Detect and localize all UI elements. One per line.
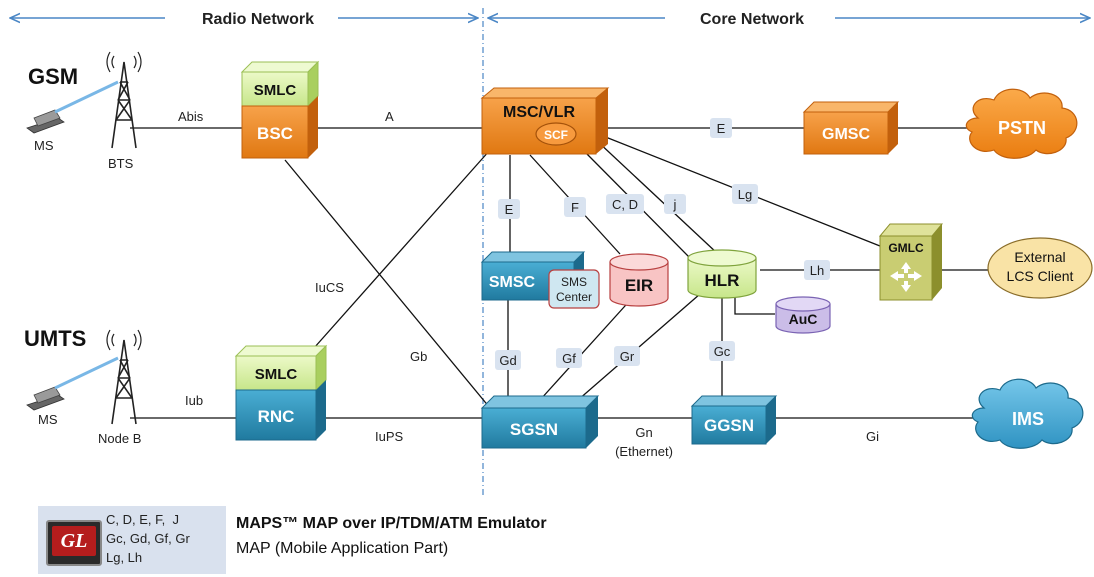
ims-label: IMS (1012, 409, 1044, 429)
rnc-node[interactable]: RNC (235, 380, 326, 441)
gmsc-node[interactable]: GMSC (802, 101, 900, 155)
node-b-tower-icon (106, 329, 142, 425)
interface-badges: E Lg E F C, D j Lh Gd Gf Gr Gc (495, 118, 830, 370)
iups-label: IuPS (375, 429, 404, 444)
ims-cloud[interactable]: IMS (971, 378, 1084, 449)
iucs-link (313, 149, 491, 349)
links (130, 127, 990, 419)
ggsn-node[interactable]: GGSN (690, 395, 778, 445)
gmsc-label: GMSC (822, 126, 870, 143)
eir-node[interactable]: EIR (609, 253, 669, 307)
a-label: A (385, 109, 394, 124)
ms-umts-icon (26, 356, 119, 411)
external-lcs-line2: LCS Client (1007, 268, 1074, 284)
abis-label: Abis (178, 109, 204, 124)
scf-label: SCF (544, 128, 568, 142)
scf-node[interactable]: SCF (535, 122, 577, 146)
gmlc-label: GMLC (888, 241, 924, 255)
core-network-header: Core Network (700, 11, 804, 28)
bsc-node[interactable]: BSC (241, 96, 318, 159)
smlc-top-node[interactable]: SMLC (240, 60, 320, 108)
gmlc-node[interactable]: GMLC (878, 223, 944, 301)
smlc-bottom-label: SMLC (255, 366, 298, 383)
auc-label: AuC (789, 311, 818, 327)
hlr-auc-link (734, 296, 775, 315)
sgsn-label: SGSN (510, 420, 558, 439)
pstn-label: PSTN (998, 118, 1046, 138)
rnc-label: RNC (258, 407, 295, 426)
external-lcs-line1: External (1014, 249, 1065, 265)
gl-laptop-logo: GL (46, 520, 102, 566)
gb-link (284, 159, 491, 409)
gn-label: Gn (635, 425, 652, 440)
gsm-label: GSM (28, 64, 78, 89)
if-lh: Lh (810, 263, 824, 278)
gl-logo-text: GL (52, 526, 96, 556)
eir-label: EIR (625, 276, 653, 295)
hlr-label: HLR (705, 271, 740, 290)
iub-label: Iub (185, 393, 203, 408)
gn-sub-label: (Ethernet) (615, 444, 673, 459)
if-gf: Gf (562, 351, 576, 366)
if-e-top: E (717, 121, 726, 136)
gi-label: Gi (866, 429, 879, 444)
auc-node[interactable]: AuC (775, 296, 831, 334)
link-labels: Abis A Iub IuCS Gb IuPS Gn (Ethernet) Gi (178, 109, 879, 459)
msc-vlr-node[interactable]: MSC/VLR (480, 87, 610, 155)
legend-box: GL C, D, E, F, J Gc, Gd, Gf, Gr Lg, Lh (38, 506, 226, 574)
legend-interfaces: C, D, E, F, J Gc, Gd, Gf, Gr Lg, Lh (106, 512, 190, 565)
msc-vlr-label: MSC/VLR (503, 104, 575, 121)
if-e-left: E (505, 202, 514, 217)
if-gc: Gc (714, 344, 731, 359)
ms-umts-label: MS (38, 412, 58, 427)
bsc-label: BSC (257, 124, 293, 143)
smsc-label: SMSC (489, 274, 536, 291)
if-f: F (571, 200, 579, 215)
if-lg: Lg (738, 187, 752, 202)
smlc-bottom-node[interactable]: SMLC (234, 344, 328, 392)
sgsn-node[interactable]: SGSN (480, 395, 600, 449)
eir-sgsn-link (539, 295, 635, 401)
if-j: j (673, 197, 677, 212)
ms-gsm-icon (26, 80, 119, 134)
bts-tower-icon (106, 51, 142, 149)
header: Radio Network Core Network (10, 8, 1090, 495)
gb-label: Gb (410, 349, 427, 364)
hlr-node[interactable]: HLR (687, 249, 757, 299)
bts-label: BTS (108, 156, 134, 171)
ms-gsm-label: MS (34, 138, 54, 153)
smlc-top-label: SMLC (254, 82, 297, 99)
product-title: MAPS™ MAP over IP/TDM/ATM Emulator (236, 515, 547, 532)
msc-hlr-j-link (595, 139, 719, 255)
router-icon (890, 262, 922, 292)
pstn-cloud[interactable]: PSTN (965, 88, 1078, 159)
if-gd: Gd (499, 353, 516, 368)
radio-network-header: Radio Network (202, 11, 314, 28)
if-cd: C, D (612, 197, 638, 212)
ggsn-label: GGSN (704, 416, 754, 435)
iucs-label: IuCS (315, 280, 344, 295)
node-b-label: Node B (98, 431, 141, 446)
if-gr: Gr (620, 349, 635, 364)
product-subtitle: MAP (Mobile Application Part) (236, 540, 449, 557)
external-lcs-client[interactable]: External LCS Client (987, 237, 1093, 299)
umts-label: UMTS (24, 326, 86, 351)
